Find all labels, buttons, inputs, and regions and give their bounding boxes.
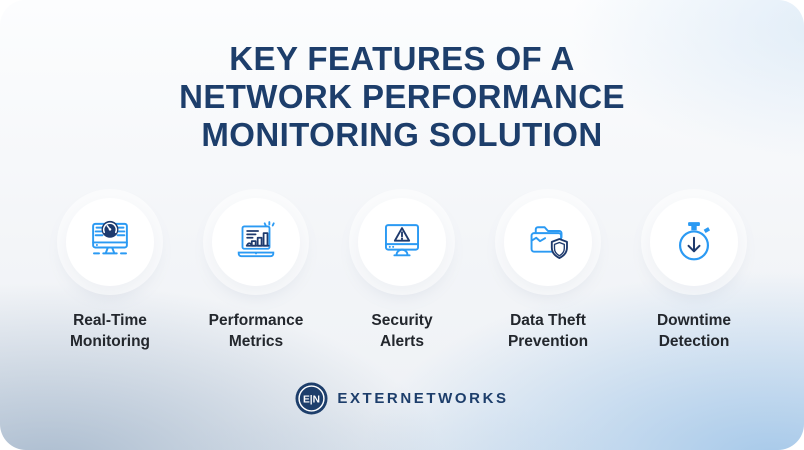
data-theft-prevention-icon	[530, 226, 568, 259]
icon-circle	[504, 198, 592, 286]
feature-label: Real-Time Monitoring	[70, 310, 150, 352]
title-line-3: MONITORING SOLUTION	[201, 116, 603, 153]
realtime-monitoring-icon	[92, 220, 128, 255]
page-title: KEY FEATURES OF A NETWORK PERFORMANCE MO…	[0, 40, 804, 154]
downtime-detection-icon	[678, 222, 711, 261]
icon-circle	[650, 198, 738, 286]
feature-label: Security Alerts	[371, 310, 432, 352]
feature-label: Downtime Detection	[657, 310, 731, 352]
feature-label-line-2: Prevention	[507, 333, 589, 350]
icon-circle	[212, 198, 300, 286]
feature-real-time-monitoring: Real-Time Monitoring	[40, 198, 180, 352]
externetworks-logo-icon: E|N	[295, 382, 328, 415]
feature-label: Data Theft Prevention	[508, 310, 588, 352]
feature-label-line-1: Security	[371, 312, 433, 329]
feature-data-theft-prevention: Data Theft Prevention	[478, 198, 618, 352]
features-row: Real-Time Monitoring	[0, 198, 804, 352]
title-line-1: KEY FEATURES OF A	[229, 40, 575, 77]
feature-label-line-1: Downtime	[656, 312, 732, 329]
logo-badge-text: E|N	[303, 394, 320, 405]
performance-metrics-icon	[237, 221, 275, 258]
feature-security-alerts: Security Alerts	[332, 198, 472, 352]
footer-logo: E|N EXTERNETWORKS	[0, 382, 804, 415]
feature-label-line-2: Metrics	[228, 333, 284, 350]
icon-circle	[66, 198, 154, 286]
feature-performance-metrics: Performance Metrics	[186, 198, 326, 352]
feature-label-line-2: Detection	[658, 333, 730, 350]
security-alerts-icon	[384, 224, 420, 257]
feature-label: Performance Metrics	[209, 310, 304, 352]
feature-label-line-2: Monitoring	[69, 333, 151, 350]
feature-label-line-2: Alerts	[380, 333, 424, 350]
feature-label-line-1: Performance	[208, 312, 304, 329]
title-line-2: NETWORK PERFORMANCE	[179, 78, 625, 115]
feature-label-line-1: Data Theft	[510, 312, 586, 329]
feature-downtime-detection: Downtime Detection	[624, 198, 764, 352]
icon-circle	[358, 198, 446, 286]
feature-label-line-1: Real-Time	[73, 312, 147, 329]
logo-brand-text: EXTERNETWORKS	[337, 390, 509, 407]
